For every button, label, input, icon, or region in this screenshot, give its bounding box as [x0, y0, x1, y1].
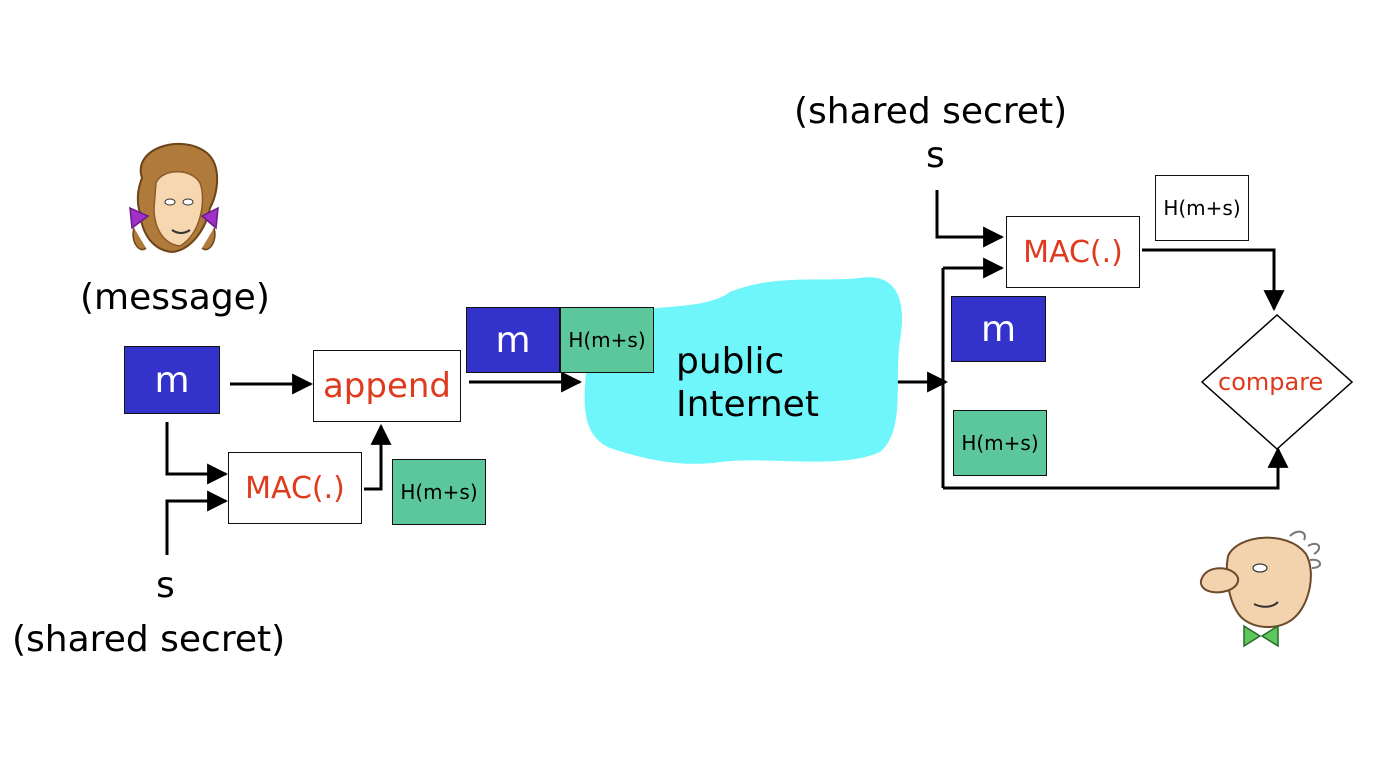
compare-label: compare: [1218, 368, 1324, 396]
arrow-m-to-mac: [165, 422, 229, 485]
network-line-1: public: [676, 341, 785, 382]
sender-mac-box: MAC(.): [228, 452, 362, 524]
sender-hash-block: H(m+s): [392, 459, 486, 525]
receiver-message-block: m: [951, 296, 1046, 362]
message-block: m: [124, 346, 220, 414]
internet-cloud: [584, 277, 902, 464]
receiver-hash-block: H(m+s): [953, 410, 1047, 476]
sender-shared-secret-label: (shared secret): [12, 619, 286, 660]
sender-avatar: [129, 143, 219, 254]
arrow-hash-to-compare: [943, 446, 1289, 490]
receiver-s-label: s: [926, 135, 945, 176]
network-label: public Internet: [676, 340, 819, 426]
message-label: (message): [80, 277, 270, 318]
arrow-mac-to-append: [364, 423, 392, 491]
receiver-shared-secret-label: (shared secret): [794, 91, 1068, 132]
arrow-s-to-mac-receiver: [935, 190, 1005, 248]
sender-s-label: s: [156, 565, 175, 606]
receiver-computed-hash: H(m+s): [1155, 175, 1249, 241]
arrow-s-to-mac: [165, 490, 229, 555]
arrow-mac-to-compare: [1142, 248, 1285, 312]
receiver-avatar: [1199, 530, 1321, 648]
packet-hash-block: H(m+s): [560, 307, 654, 373]
packet-message-block: m: [466, 307, 560, 373]
receiver-mac-box: MAC(.): [1006, 216, 1140, 288]
network-line-2: Internet: [676, 384, 819, 426]
compare-diamond: [1200, 313, 1354, 451]
append-box: append: [313, 350, 461, 422]
